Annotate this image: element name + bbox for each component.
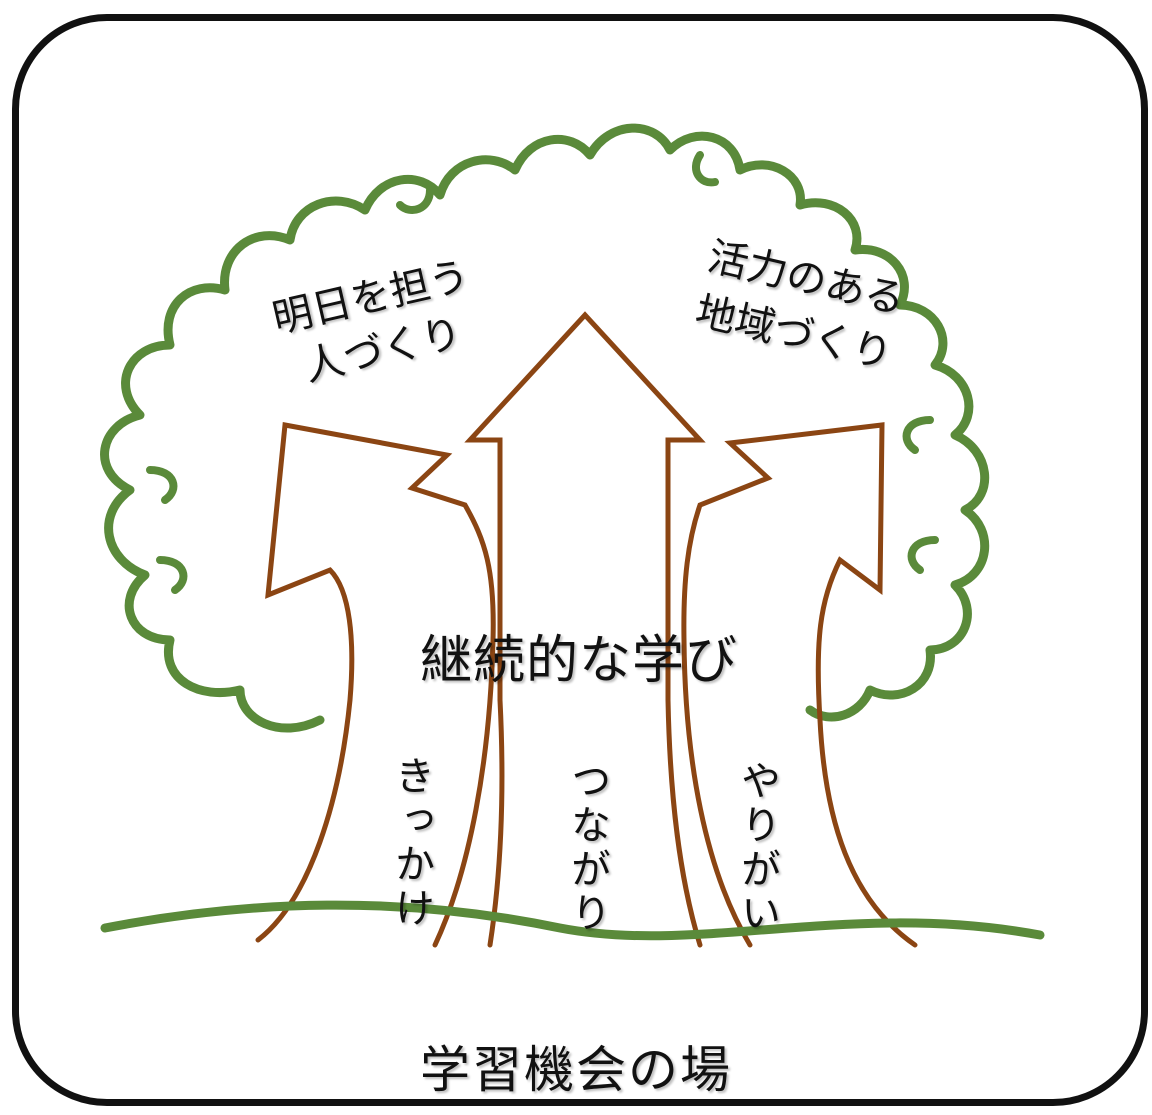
trunk-arrows	[255, 311, 918, 948]
foliage-accent	[146, 151, 939, 594]
branch-label-fulfillment: やりがい	[734, 760, 780, 936]
learning-opportunity-label: 学習機会の場	[420, 1041, 732, 1099]
left-branch-arrow	[255, 422, 496, 948]
branch-label-trigger: きっかけ	[388, 755, 434, 931]
continuous-learning-label: 継続的な学び	[420, 631, 739, 691]
branch-label-connection: つながり	[564, 760, 610, 936]
tree-foliage	[100, 123, 990, 733]
ground-line	[100, 900, 1045, 941]
center-arrow	[464, 311, 706, 948]
right-branch-arrow	[681, 422, 918, 948]
